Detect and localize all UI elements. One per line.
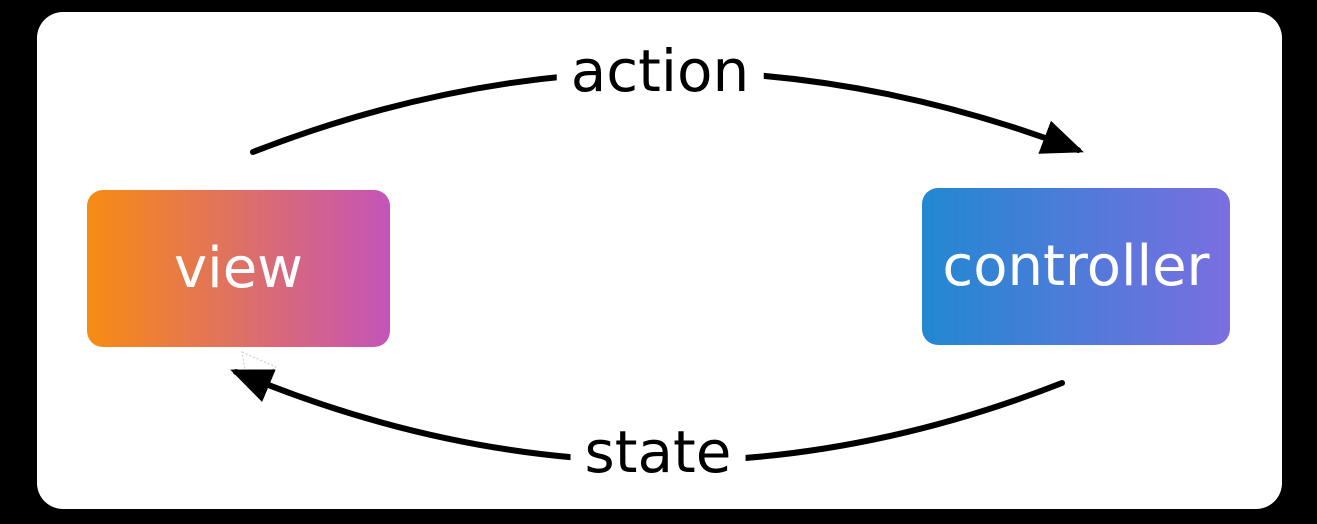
action-edge-label: action	[556, 39, 764, 104]
controller-node-label: controller	[942, 233, 1210, 299]
view-node-label: view	[174, 235, 303, 301]
view-node: view	[87, 190, 390, 347]
state-edge-label: state	[570, 420, 746, 485]
controller-node: controller	[922, 188, 1230, 345]
